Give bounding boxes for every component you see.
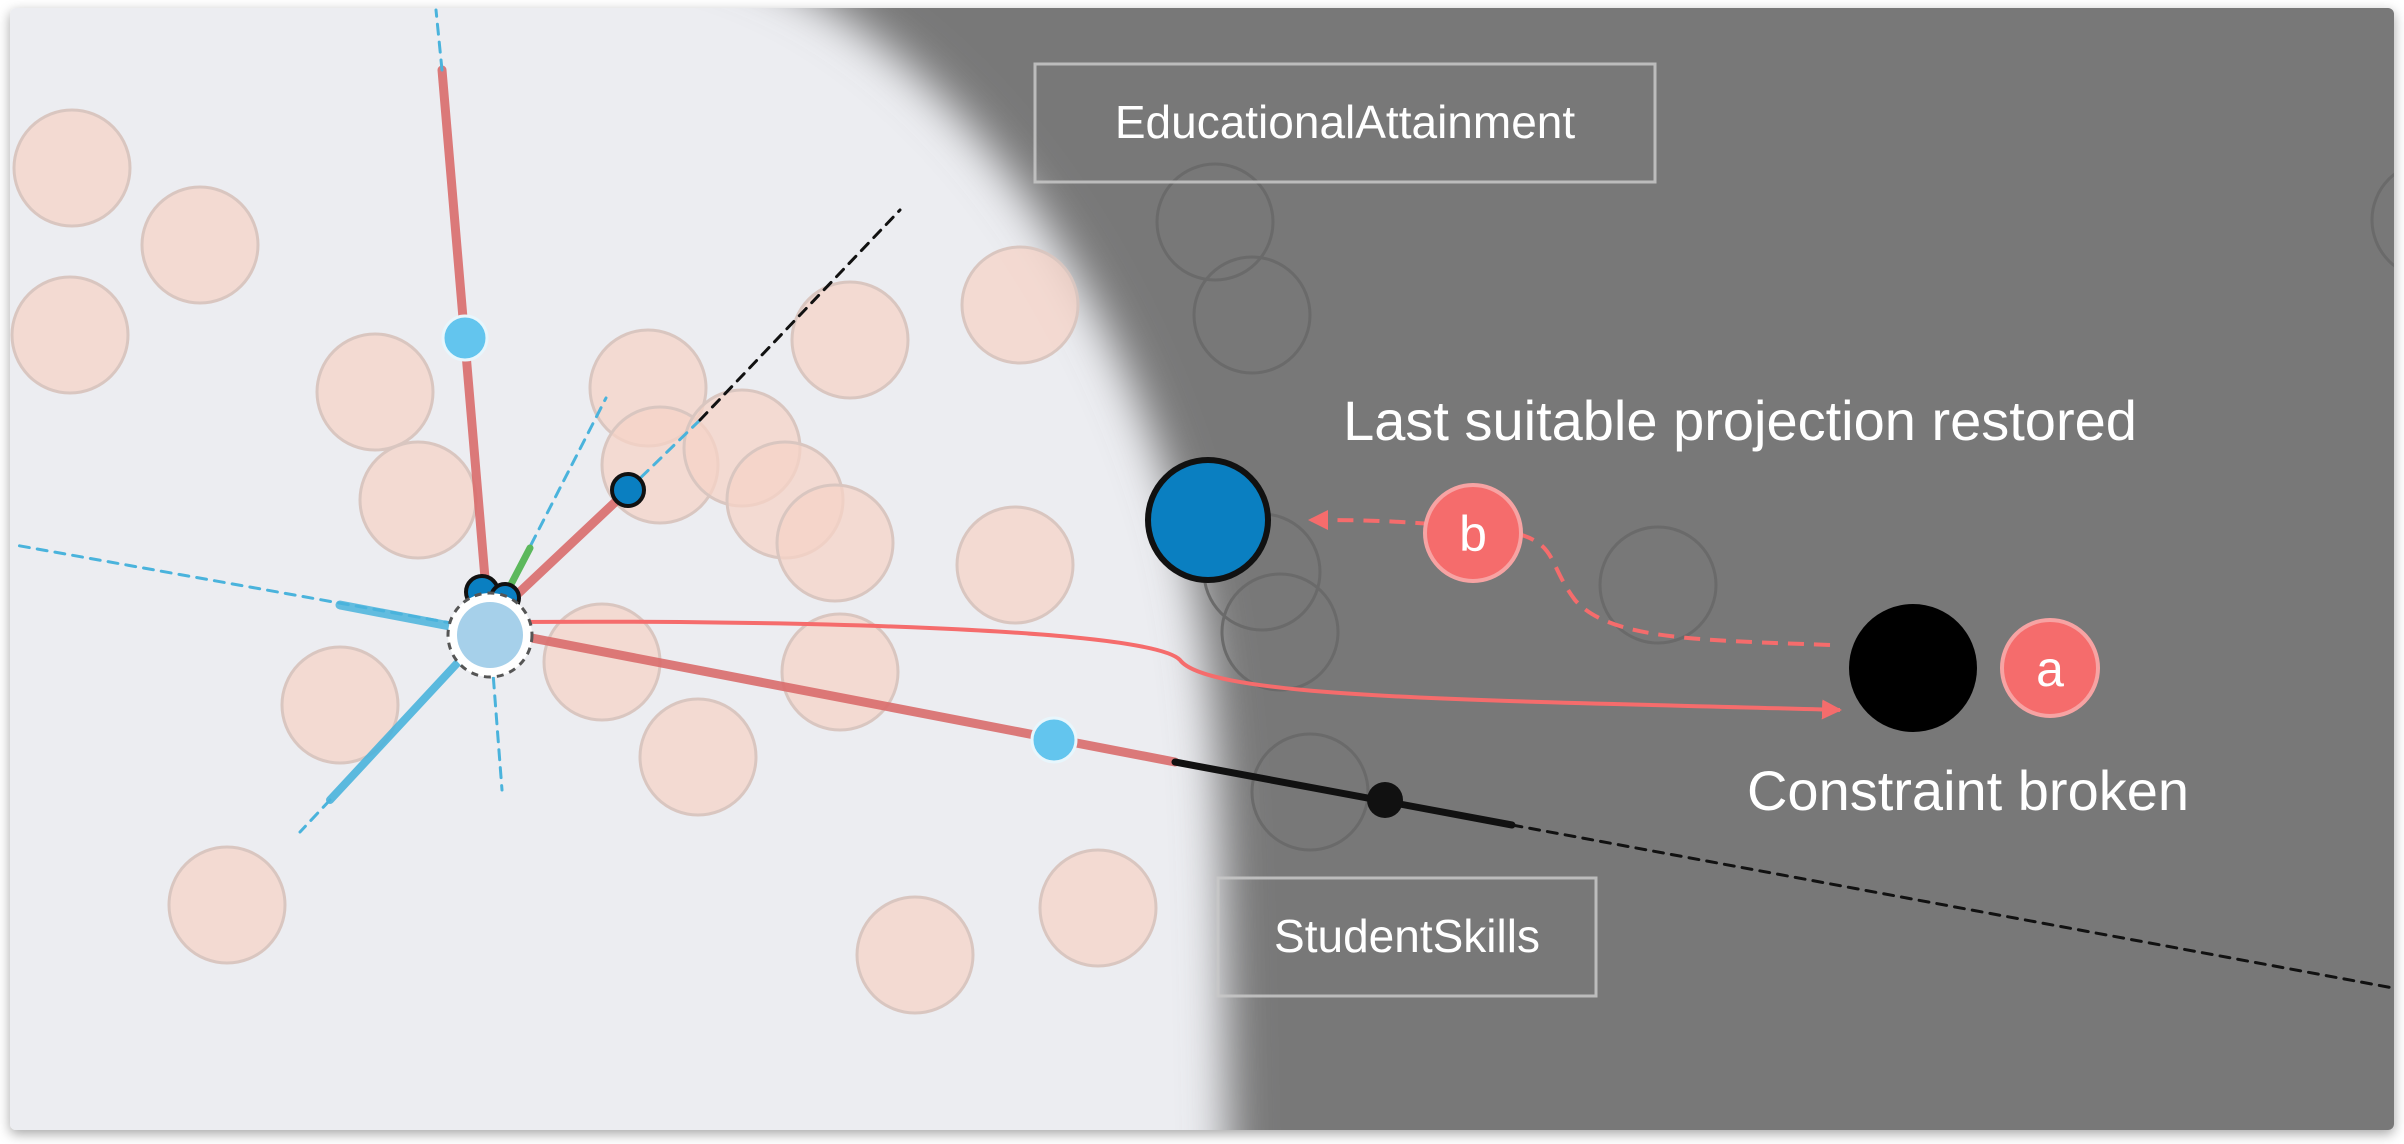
axis-endpoint-upper[interactable] — [610, 472, 646, 508]
origin-point[interactable] — [457, 602, 523, 668]
broken-point[interactable] — [1849, 604, 1977, 732]
faded-points — [1155, 160, 2394, 852]
axis-label-bottom: StudentSkills — [1274, 910, 1540, 962]
trajectory-to-broken — [511, 619, 1842, 720]
axis-handle-top[interactable] — [441, 314, 489, 362]
axis-endpoint-lower[interactable] — [1367, 782, 1403, 818]
badge-b-label: b — [1459, 506, 1487, 562]
badge-b: b — [1423, 483, 1523, 583]
axis-label-top-box[interactable]: EducationalAttainment — [1033, 62, 1657, 184]
restored-annotation: Last suitable projection restored — [1343, 389, 2137, 452]
constraint-region-outside — [620, 8, 2394, 1130]
axis-label-top: EducationalAttainment — [1115, 96, 1576, 148]
trajectory-restore — [1308, 510, 1831, 647]
axis-handle-skills[interactable] — [1030, 716, 1078, 764]
badge-a: a — [2000, 618, 2100, 718]
badge-a-label: a — [2036, 641, 2064, 697]
broken-annotation: Constraint broken — [1747, 759, 2189, 822]
restored-point[interactable] — [1145, 457, 1271, 583]
background-points — [10, 108, 1158, 1015]
axis-label-bottom-box[interactable]: StudentSkills — [1216, 876, 1598, 998]
